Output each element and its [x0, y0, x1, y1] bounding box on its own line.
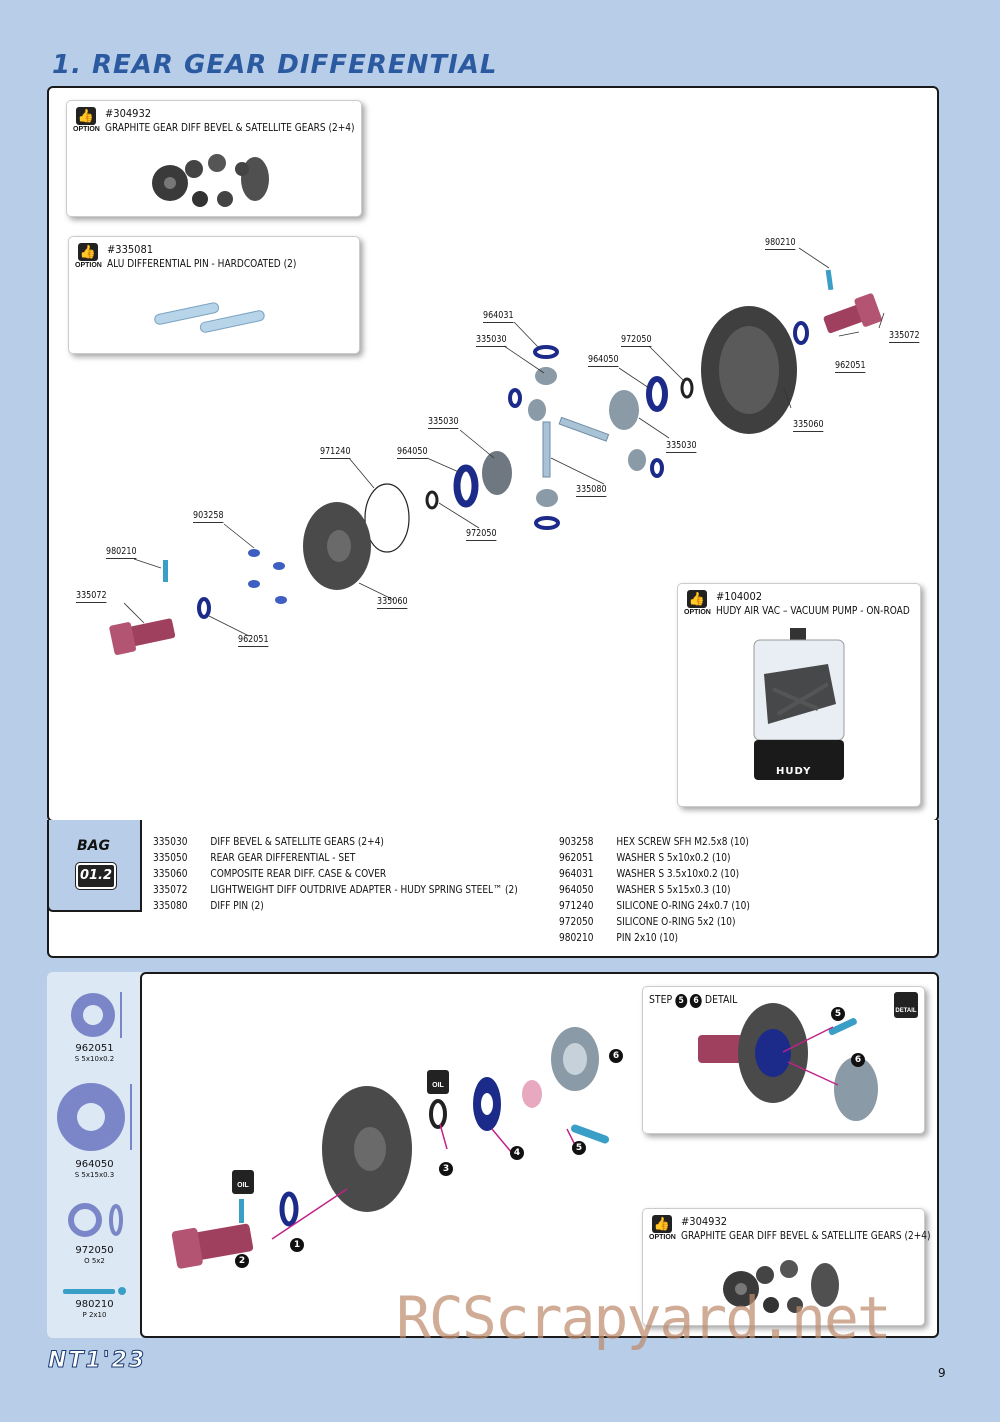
- option-vacuum-pump: 👍OPTION #104002 HUDY AIR VAC – VACUUM PU…: [677, 583, 921, 807]
- thumbs-up-icon: 👍: [76, 107, 96, 125]
- part-label-972050-right: 972050: [621, 334, 652, 347]
- part-label-962051-right: 962051: [835, 360, 866, 373]
- detail-step-5-badge: 5: [831, 1007, 845, 1021]
- option-badge: 👍OPTION: [684, 590, 711, 616]
- graphite-gears-image: [152, 154, 269, 207]
- part-label-335080: 335080: [576, 484, 607, 497]
- part-label-964031: 964031: [483, 310, 514, 323]
- thumbs-up-icon: 👍: [78, 243, 98, 261]
- option-alu-pin: 👍OPTION #335081 ALU DIFFERENTIAL PIN - H…: [68, 236, 360, 354]
- part-label-335030-top: 335030: [476, 334, 507, 347]
- exploded-parts-drawing: [109, 247, 885, 655]
- option-badge: 👍OPTION: [75, 243, 102, 269]
- thumbs-up-icon: 👍: [687, 590, 707, 608]
- option-graphite-gears-2: 👍OPTION #304932 GRAPHITE GEAR DIFF BEVEL…: [642, 1208, 931, 1326]
- detail-magnifier-icon: DETAIL: [894, 992, 918, 1018]
- option-number: #335081: [107, 243, 154, 256]
- exploded-diagram-panel: 👍OPTION #304932 GRAPHITE GEAR DIFF BEVEL…: [47, 86, 939, 822]
- option-graphite-gears: 👍OPTION #304932 GRAPHITE GEAR DIFF BEVEL…: [66, 100, 362, 217]
- step-detail-box: STEP 5 6 DETAIL DETAIL 5 6: [642, 986, 925, 1134]
- part-label-980210-right: 980210: [765, 237, 796, 250]
- option-number: #304932: [105, 107, 152, 120]
- vacuum-pump-image: [753, 628, 845, 780]
- assembly-panel: 1 2 3 4 5 6 OIL OIL STEP 5 6 DETAIL DETA…: [140, 972, 939, 1338]
- option-badge: 👍OPTION: [649, 1215, 676, 1241]
- part-label-335072-right: 335072: [889, 330, 920, 343]
- part-label-971240: 971240: [320, 446, 351, 459]
- detail-step-6-badge: 6: [851, 1053, 865, 1067]
- part-label-962051-left: 962051: [238, 634, 269, 647]
- graphite-gears-2-image: [723, 1260, 839, 1313]
- part-label-964050-right: 964050: [588, 354, 619, 367]
- part-label-980210-left: 980210: [106, 546, 137, 559]
- bag-number: 01.2: [75, 862, 117, 890]
- brand-logo: NT1'23: [47, 1348, 147, 1374]
- part-label-972050-left: 972050: [466, 528, 497, 541]
- step-5-badge: 5: [572, 1141, 586, 1155]
- option-badge: 👍OPTION: [73, 107, 100, 133]
- step-4-badge: 4: [510, 1146, 524, 1160]
- option-description: HUDY AIR VAC – VACUUM PUMP - ON-ROAD: [716, 604, 910, 617]
- bag-tab: BAG 01.2: [47, 820, 142, 912]
- option-number: #104002: [716, 590, 763, 603]
- step-detail-drawing: [698, 1003, 878, 1121]
- part-label-335060-right: 335060: [793, 419, 824, 432]
- section-title: 1. REAR GEAR DIFFERENTIAL: [52, 50, 498, 80]
- part-label-335030-right: 335030: [666, 440, 697, 453]
- bag-label: BAG: [77, 838, 110, 854]
- option-number: #304932: [681, 1215, 728, 1228]
- step-3-badge: 3: [439, 1162, 453, 1176]
- step-6-badge: 6: [609, 1049, 623, 1063]
- hudy-logo: HUDY: [776, 766, 812, 777]
- washer-drawings: [57, 992, 132, 1295]
- page-number: 9: [938, 1366, 946, 1380]
- part-label-964050-left: 964050: [397, 446, 428, 459]
- assembly-drawing: [171, 1027, 610, 1269]
- oil-icon: OIL: [427, 1070, 449, 1094]
- step-2-badge: 2: [235, 1254, 249, 1268]
- watermark: RCScrapyard.net: [396, 1284, 892, 1352]
- option-description: GRAPHITE GEAR DIFF BEVEL & SATELLITE GEA…: [681, 1229, 931, 1242]
- alu-pin-image: [154, 302, 265, 333]
- part-label-335072-left: 335072: [76, 590, 107, 603]
- oil-icon: OIL: [232, 1170, 254, 1194]
- part-label-335060-left: 335060: [377, 596, 408, 609]
- step-1-badge: 1: [290, 1238, 304, 1252]
- thumbs-up-icon: 👍: [652, 1215, 672, 1233]
- step-detail-title: STEP 5 6 DETAIL: [649, 993, 738, 1008]
- option-description: GRAPHITE GEAR DIFF BEVEL & SATELLITE GEA…: [105, 121, 355, 134]
- part-label-903258: 903258: [193, 510, 224, 523]
- part-label-335030-left: 335030: [428, 416, 459, 429]
- option-description: ALU DIFFERENTIAL PIN - HARDCOATED (2): [107, 257, 297, 270]
